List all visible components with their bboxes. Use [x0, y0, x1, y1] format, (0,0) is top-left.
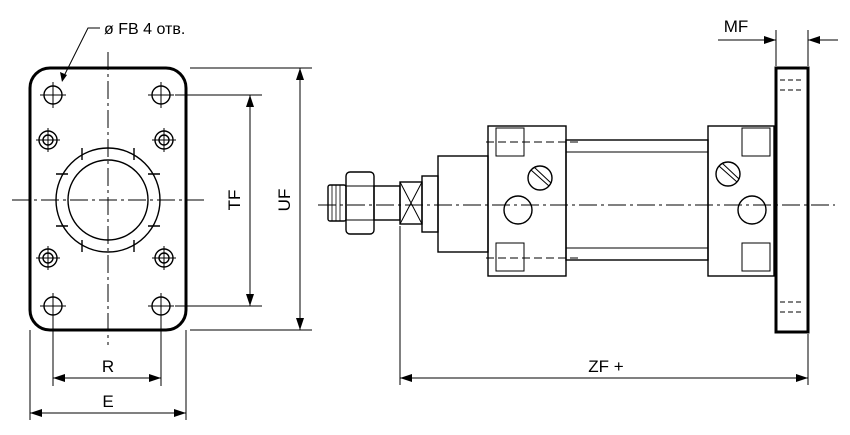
- hole-callout-label: ø FB 4 отв.: [104, 21, 185, 38]
- zf-label: ZF +: [588, 357, 623, 376]
- mf-dimension: [718, 30, 838, 66]
- r-label: R: [102, 357, 114, 376]
- zf-dimension: [399, 226, 809, 385]
- front-boss: [437, 155, 489, 253]
- mf-label: MF: [724, 17, 749, 36]
- center-bore-key: [56, 148, 160, 252]
- rear-cushion-screw: [715, 161, 741, 187]
- center-bore-outer: [55, 147, 161, 253]
- rod-nut: [345, 171, 375, 235]
- front-port: [503, 195, 533, 225]
- tf-label: TF: [225, 190, 244, 211]
- center-bore-inner: [67, 159, 149, 241]
- rod-thread: [327, 184, 347, 222]
- front-horizontal-dimensions: [29, 318, 187, 420]
- tie-rod-bosses: [36, 128, 176, 270]
- front-end-cap: [487, 125, 567, 277]
- uf-label: UF: [275, 189, 294, 212]
- rear-end-cap: [707, 125, 775, 277]
- e-label: E: [102, 392, 113, 411]
- rod-gland: [421, 175, 439, 233]
- hole-callout-leader: [61, 27, 100, 81]
- cylinder-barrel: [565, 139, 709, 261]
- rear-port: [737, 195, 767, 225]
- front-view: [12, 27, 205, 345]
- front-vertical-dimensions: [175, 67, 312, 331]
- piston-rod: [373, 185, 401, 221]
- side-view: [318, 66, 835, 334]
- mounting-holes: [40, 82, 174, 319]
- rear-flange: [774, 66, 810, 334]
- front-cushion-screw: [527, 165, 553, 191]
